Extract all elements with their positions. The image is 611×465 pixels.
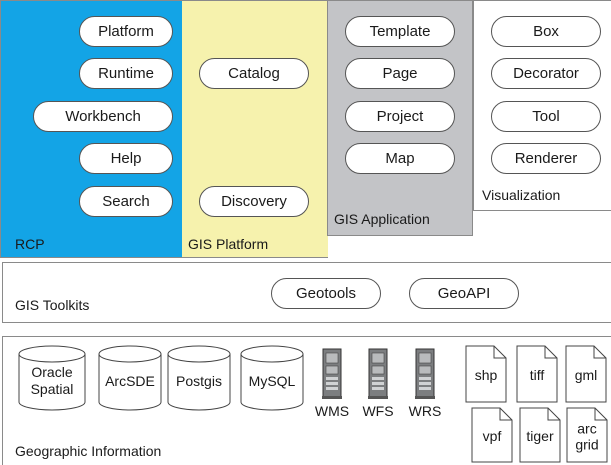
rcp-item-workbench: Workbench [33,101,173,132]
gis-application-item-page: Page [345,58,455,89]
file-label: tiger [526,427,554,444]
database-label: MySQL [248,372,296,389]
file-label: gml [574,366,598,383]
gis-toolkits-item-geotools: Geotools [271,278,381,309]
database-label: ArcSDE [105,372,155,389]
visualization-label: Visualization [482,187,561,203]
file-label: vpf [482,427,502,444]
database-mysql: MySQL [240,345,304,411]
file-vpf: vpf [471,407,513,463]
document-file-icon [465,345,507,403]
database-cylinder-icon [98,345,162,411]
visualization-item-renderer: Renderer [491,143,601,174]
rcp-item-help: Help [79,143,173,174]
database-arcsde: ArcSDE [98,345,162,411]
geographic-information-label: Geographic Information [15,443,162,459]
file-label: arc grid [575,420,599,453]
file-tiger: tiger [519,407,561,463]
rcp-item-runtime: Runtime [79,58,173,89]
rcp-item-platform: Platform [79,16,173,47]
database-cylinder-icon [18,345,86,411]
server-label: WMS [314,403,350,419]
document-file-icon [471,407,513,463]
file-shp: shp [465,345,507,403]
visualization-item-tool: Tool [491,101,601,132]
database-cylinder-icon [167,345,231,411]
server-label: WRS [408,403,442,419]
rcp-label: RCP [15,236,45,252]
server-wfs-icon [367,348,389,400]
gis-platform-item-discovery: Discovery [199,186,309,217]
gis-platform-panel [182,0,328,258]
rcp-item-search: Search [79,186,173,217]
gis-application-label: GIS Application [334,211,430,227]
server-label: WFS [362,403,394,419]
document-file-icon [516,345,558,403]
gis-toolkits-item-geoapi: GeoAPI [409,278,519,309]
file-tiff: tiff [516,345,558,403]
gis-toolkits-label: GIS Toolkits [15,297,90,313]
gis-application-item-template: Template [345,16,455,47]
document-file-icon [565,345,607,403]
document-file-icon [519,407,561,463]
database-oracle-spatial: Oracle Spatial [18,345,86,411]
server-wms-icon [321,348,343,400]
gis-platform-label: GIS Platform [188,236,269,252]
gis-application-item-map: Map [345,143,455,174]
database-postgis: Postgis [167,345,231,411]
database-label: Postgis [176,372,222,389]
gis-platform-item-catalog: Catalog [199,58,309,89]
visualization-item-decorator: Decorator [491,58,601,89]
file-label: tiff [529,366,545,383]
file-gml: gml [565,345,607,403]
gis-application-item-project: Project [345,101,455,132]
database-cylinder-icon [240,345,304,411]
database-label: Oracle Spatial [30,364,74,397]
file-arc-grid: arc grid [566,407,608,463]
document-file-icon [566,407,608,463]
server-wrs-icon [414,348,436,400]
file-label: shp [474,366,498,383]
visualization-item-box: Box [491,16,601,47]
